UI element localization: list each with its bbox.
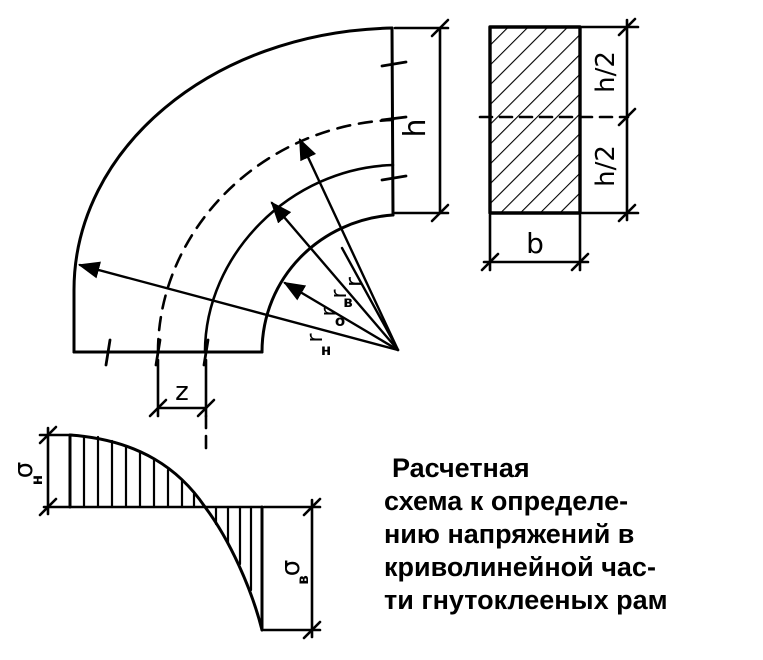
cross-section-rect — [488, 25, 582, 215]
label-radius-inner-sub: в — [343, 293, 353, 311]
label-offset: z — [175, 377, 189, 407]
label-half-height-top: h/2 — [591, 51, 621, 93]
stress-bottom-dimension — [262, 497, 322, 640]
label-radius-mid: r — [317, 307, 342, 317]
diagram-caption: Расчетная схема к определе- нию напряжен… — [384, 452, 756, 617]
beam-top-end — [390, 26, 395, 217]
label-stress-bottom-sub: в — [294, 575, 312, 585]
neutral-axis-arc — [156, 118, 395, 354]
radius-lines — [77, 138, 400, 352]
section-width-dimension — [480, 213, 590, 272]
height-dimension — [393, 18, 450, 223]
label-height: h — [398, 118, 433, 137]
stress-top-dimension — [38, 425, 74, 517]
label-stress-bottom: σ — [276, 560, 306, 576]
caption-line: нию напряжений в — [384, 519, 635, 549]
beam-inner-arc — [260, 213, 395, 354]
label-stress-top: σ — [9, 462, 39, 478]
caption-line: Расчетная — [392, 453, 530, 483]
label-radius-outer: r — [303, 333, 328, 343]
centroid-axis-arc — [203, 163, 395, 354]
label-half-height-bottom: h/2 — [591, 145, 621, 187]
stress-hatching — [82, 434, 253, 592]
caption-line: схема к определе- — [384, 486, 629, 516]
label-radius-inner: r — [327, 289, 352, 299]
caption-line: ти гнутоклееных рам — [384, 585, 668, 615]
beam-dimension-ticks — [104, 60, 408, 367]
label-radius-mid-sub: o — [335, 312, 345, 330]
label-width: b — [526, 227, 544, 260]
section-height-dimension — [580, 17, 640, 223]
offset-dimension — [148, 358, 216, 452]
label-radius: r — [340, 277, 368, 287]
label-stress-top-sub: н — [28, 475, 46, 485]
beam-outer-arc — [72, 26, 394, 354]
stress-curve — [68, 433, 264, 632]
label-radius-outer-sub: н — [321, 341, 331, 359]
caption-line: криволинейной час- — [384, 552, 656, 582]
